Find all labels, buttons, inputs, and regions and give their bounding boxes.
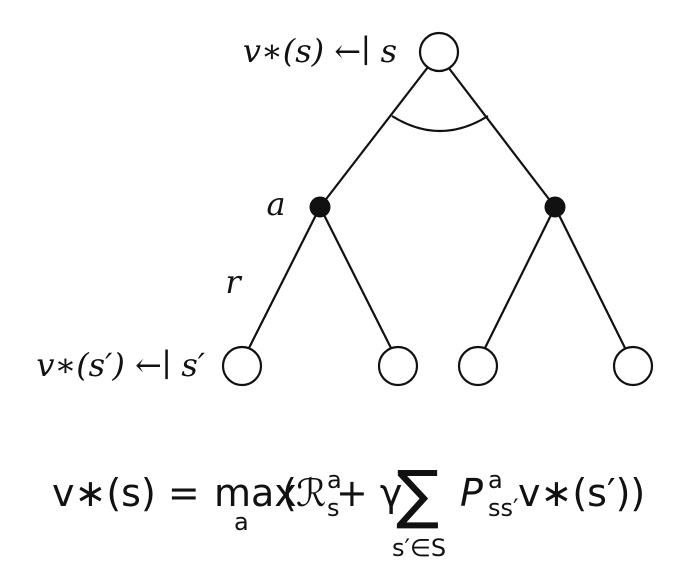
root-state-node xyxy=(418,31,460,73)
edge-right-action-leaf-4 xyxy=(554,206,627,351)
equation-v-term: v∗(s′)) xyxy=(518,471,645,515)
bellman-equation: v∗(s) = max a ( ℛ a s + γ ∑ s′∈S P a ss′… xyxy=(52,458,645,562)
edge-right-action-leaf-3 xyxy=(483,206,556,351)
equation-P-sup: a xyxy=(488,466,503,494)
equation-plus-gamma: + γ xyxy=(336,471,402,515)
action-label: a xyxy=(266,185,285,223)
reward-label: r xyxy=(225,263,242,301)
leaf-state-node-1 xyxy=(221,345,263,387)
action-node-right xyxy=(544,196,566,218)
equation-sum-sub: s′∈S xyxy=(392,534,446,562)
leaf-state-node-2 xyxy=(377,345,419,387)
equation-lhs: v∗(s) = xyxy=(52,471,200,515)
root-label: v∗(s) ←∣ s xyxy=(243,32,397,70)
equation-R-sup: a xyxy=(327,466,342,494)
equation-P: P xyxy=(460,471,483,515)
edge-root-right-action xyxy=(447,66,556,208)
equation-P-sub: ss′ xyxy=(488,494,518,522)
max-arc xyxy=(391,115,489,132)
equation-max: max xyxy=(214,471,297,515)
edge-left-action-leaf-2 xyxy=(319,206,393,351)
leaf-state-node-3 xyxy=(457,345,499,387)
equation-sum: ∑ xyxy=(396,458,439,532)
equation-open-paren: ( xyxy=(282,471,297,515)
leaf-label: v∗(s′) ←∣ s′ xyxy=(36,346,205,384)
action-node-left xyxy=(309,196,331,218)
leaf-state-node-4 xyxy=(612,345,654,387)
equation-R: ℛ xyxy=(296,471,326,515)
edge-left-action-leaf-1 xyxy=(247,206,321,351)
equation-R-sub: s xyxy=(327,494,340,522)
edge-root-left-action xyxy=(319,66,429,208)
equation-max-sub: a xyxy=(234,508,249,536)
